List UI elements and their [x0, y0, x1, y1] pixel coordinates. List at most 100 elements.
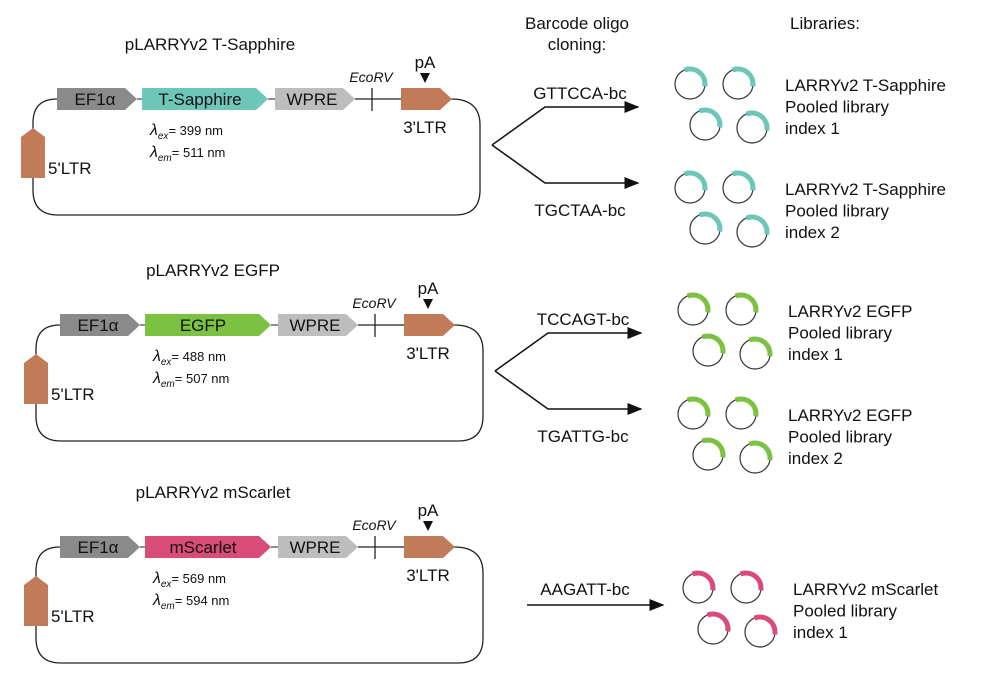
promoter-ef1a-arrow [60, 536, 140, 558]
library-label-line: index 2 [788, 449, 843, 468]
ecorv-label: EcoRV [352, 295, 397, 311]
ltr3-arrow [401, 88, 452, 110]
ex-subscript: ex [161, 357, 173, 368]
library-label-line: LARRYv2 EGFP [788, 302, 912, 321]
insert-arc [701, 437, 726, 458]
promoter-ef1a-arrow [57, 88, 137, 110]
em-subscript: em [158, 153, 172, 164]
promoter-label: EF1α [77, 538, 118, 557]
promoter-ef1a-arrow [60, 314, 140, 336]
emission-wavelength: λem= 507 nm [152, 370, 229, 390]
ltr5-label: 5'LTR [51, 607, 95, 626]
lambda-symbol: λ [152, 370, 161, 387]
lambda-symbol: λ [149, 122, 158, 139]
insert-arc [686, 396, 711, 417]
header-barcode-line2: cloning: [548, 35, 607, 54]
library-label-line: Pooled library [785, 202, 889, 221]
plasmid-title: pLARRYv2 EGFP [146, 261, 280, 280]
insert-arc [753, 614, 778, 635]
excitation-wavelength: λex= 399 nm [149, 122, 223, 142]
library-label-line: Pooled library [785, 98, 889, 117]
barcode-label: TGCTAA-bc [534, 201, 626, 220]
insert-arc [691, 570, 716, 591]
fluorescent-protein-arrow [145, 536, 271, 558]
lambda-symbol: λ [149, 144, 158, 161]
ltr3-arrow [404, 314, 455, 336]
plasmid-backbone [35, 324, 484, 442]
fluorescent-protein-label: mScarlet [169, 538, 236, 557]
lambda-symbol: λ [152, 348, 161, 365]
barcode-label: TCCAGT-bc [537, 310, 630, 329]
insert-arc [706, 611, 731, 632]
insert-arc [701, 333, 726, 354]
wpre-arrow [278, 314, 358, 336]
wpre-arrow [275, 88, 355, 110]
promoter-label: EF1α [77, 316, 118, 335]
wpre-label: WPRE [290, 538, 341, 557]
plasmid-title: pLARRYv2 mScarlet [136, 483, 291, 502]
pa-label: pA [418, 279, 439, 298]
insert-arc [745, 110, 770, 131]
library-label-line: Pooled library [788, 324, 892, 343]
barcode-label: GTTCCA-bc [533, 84, 627, 103]
pa-marker-icon [423, 521, 433, 531]
ltr5-block [21, 128, 45, 178]
insert-arc [734, 292, 759, 313]
wpre-arrow [278, 536, 358, 558]
library-1: LARRYv2 EGFP Pooled library index 1 [677, 292, 912, 370]
ecorv-label: EcoRV [352, 517, 397, 533]
ex-value: = 569 nm [171, 571, 226, 586]
insert-arc [683, 66, 708, 87]
library-label-line: index 1 [788, 345, 843, 364]
insert-arc [734, 396, 759, 417]
ltr3-label: 3'LTR [406, 566, 450, 585]
insert-arc [698, 211, 723, 232]
library-label-line: index 1 [793, 623, 848, 642]
ltr5-block [24, 354, 48, 404]
barcode-label: AAGATT-bc [540, 580, 630, 599]
ltr5-label: 5'LTR [48, 159, 92, 178]
library-label-line: index 1 [785, 119, 840, 138]
insert-arc [698, 107, 723, 128]
barcode-label: TGATTG-bc [537, 427, 629, 446]
barcode-arrow [494, 327, 643, 372]
insert-arc [683, 170, 708, 191]
excitation-wavelength: λex= 569 nm [152, 570, 226, 590]
library-label-line: LARRYv2 T-Sapphire [785, 76, 946, 95]
fluorescent-protein-arrow [142, 88, 268, 110]
insert-arc [748, 440, 773, 461]
ex-value: = 399 nm [168, 123, 223, 138]
pa-marker-icon [420, 73, 430, 83]
fluorescent-protein-label: T-Sapphire [158, 90, 241, 109]
ex-subscript: ex [158, 131, 170, 142]
pa-marker-icon [423, 299, 433, 309]
insert-arc [731, 66, 756, 87]
library-label-line: LARRYv2 mScarlet [793, 580, 938, 599]
ltr3-label: 3'LTR [403, 118, 447, 137]
ltr5-block [24, 576, 48, 626]
em-value: = 507 nm [175, 371, 230, 386]
ltr3-label: 3'LTR [406, 344, 450, 363]
fluorescent-protein-arrow [145, 314, 271, 336]
emission-wavelength: λem= 594 nm [152, 592, 229, 612]
em-value: = 511 nm [172, 145, 226, 160]
excitation-wavelength: λex= 488 nm [152, 348, 226, 368]
insert-arc [745, 214, 770, 235]
insert-arc [731, 170, 756, 191]
plasmid-backbone [35, 546, 484, 664]
plasmid-backbone [32, 98, 481, 216]
library-label-line: LARRYv2 T-Sapphire [785, 180, 946, 199]
ex-subscript: ex [161, 579, 173, 590]
library-label-line: Pooled library [788, 428, 892, 447]
emission-wavelength: λem= 511 nm [149, 144, 225, 164]
ltr5-label: 5'LTR [51, 385, 95, 404]
ltr3-arrow [404, 536, 455, 558]
ecorv-label: EcoRV [349, 69, 394, 85]
insert-arc [686, 292, 711, 313]
library-label-line: index 2 [785, 223, 840, 242]
